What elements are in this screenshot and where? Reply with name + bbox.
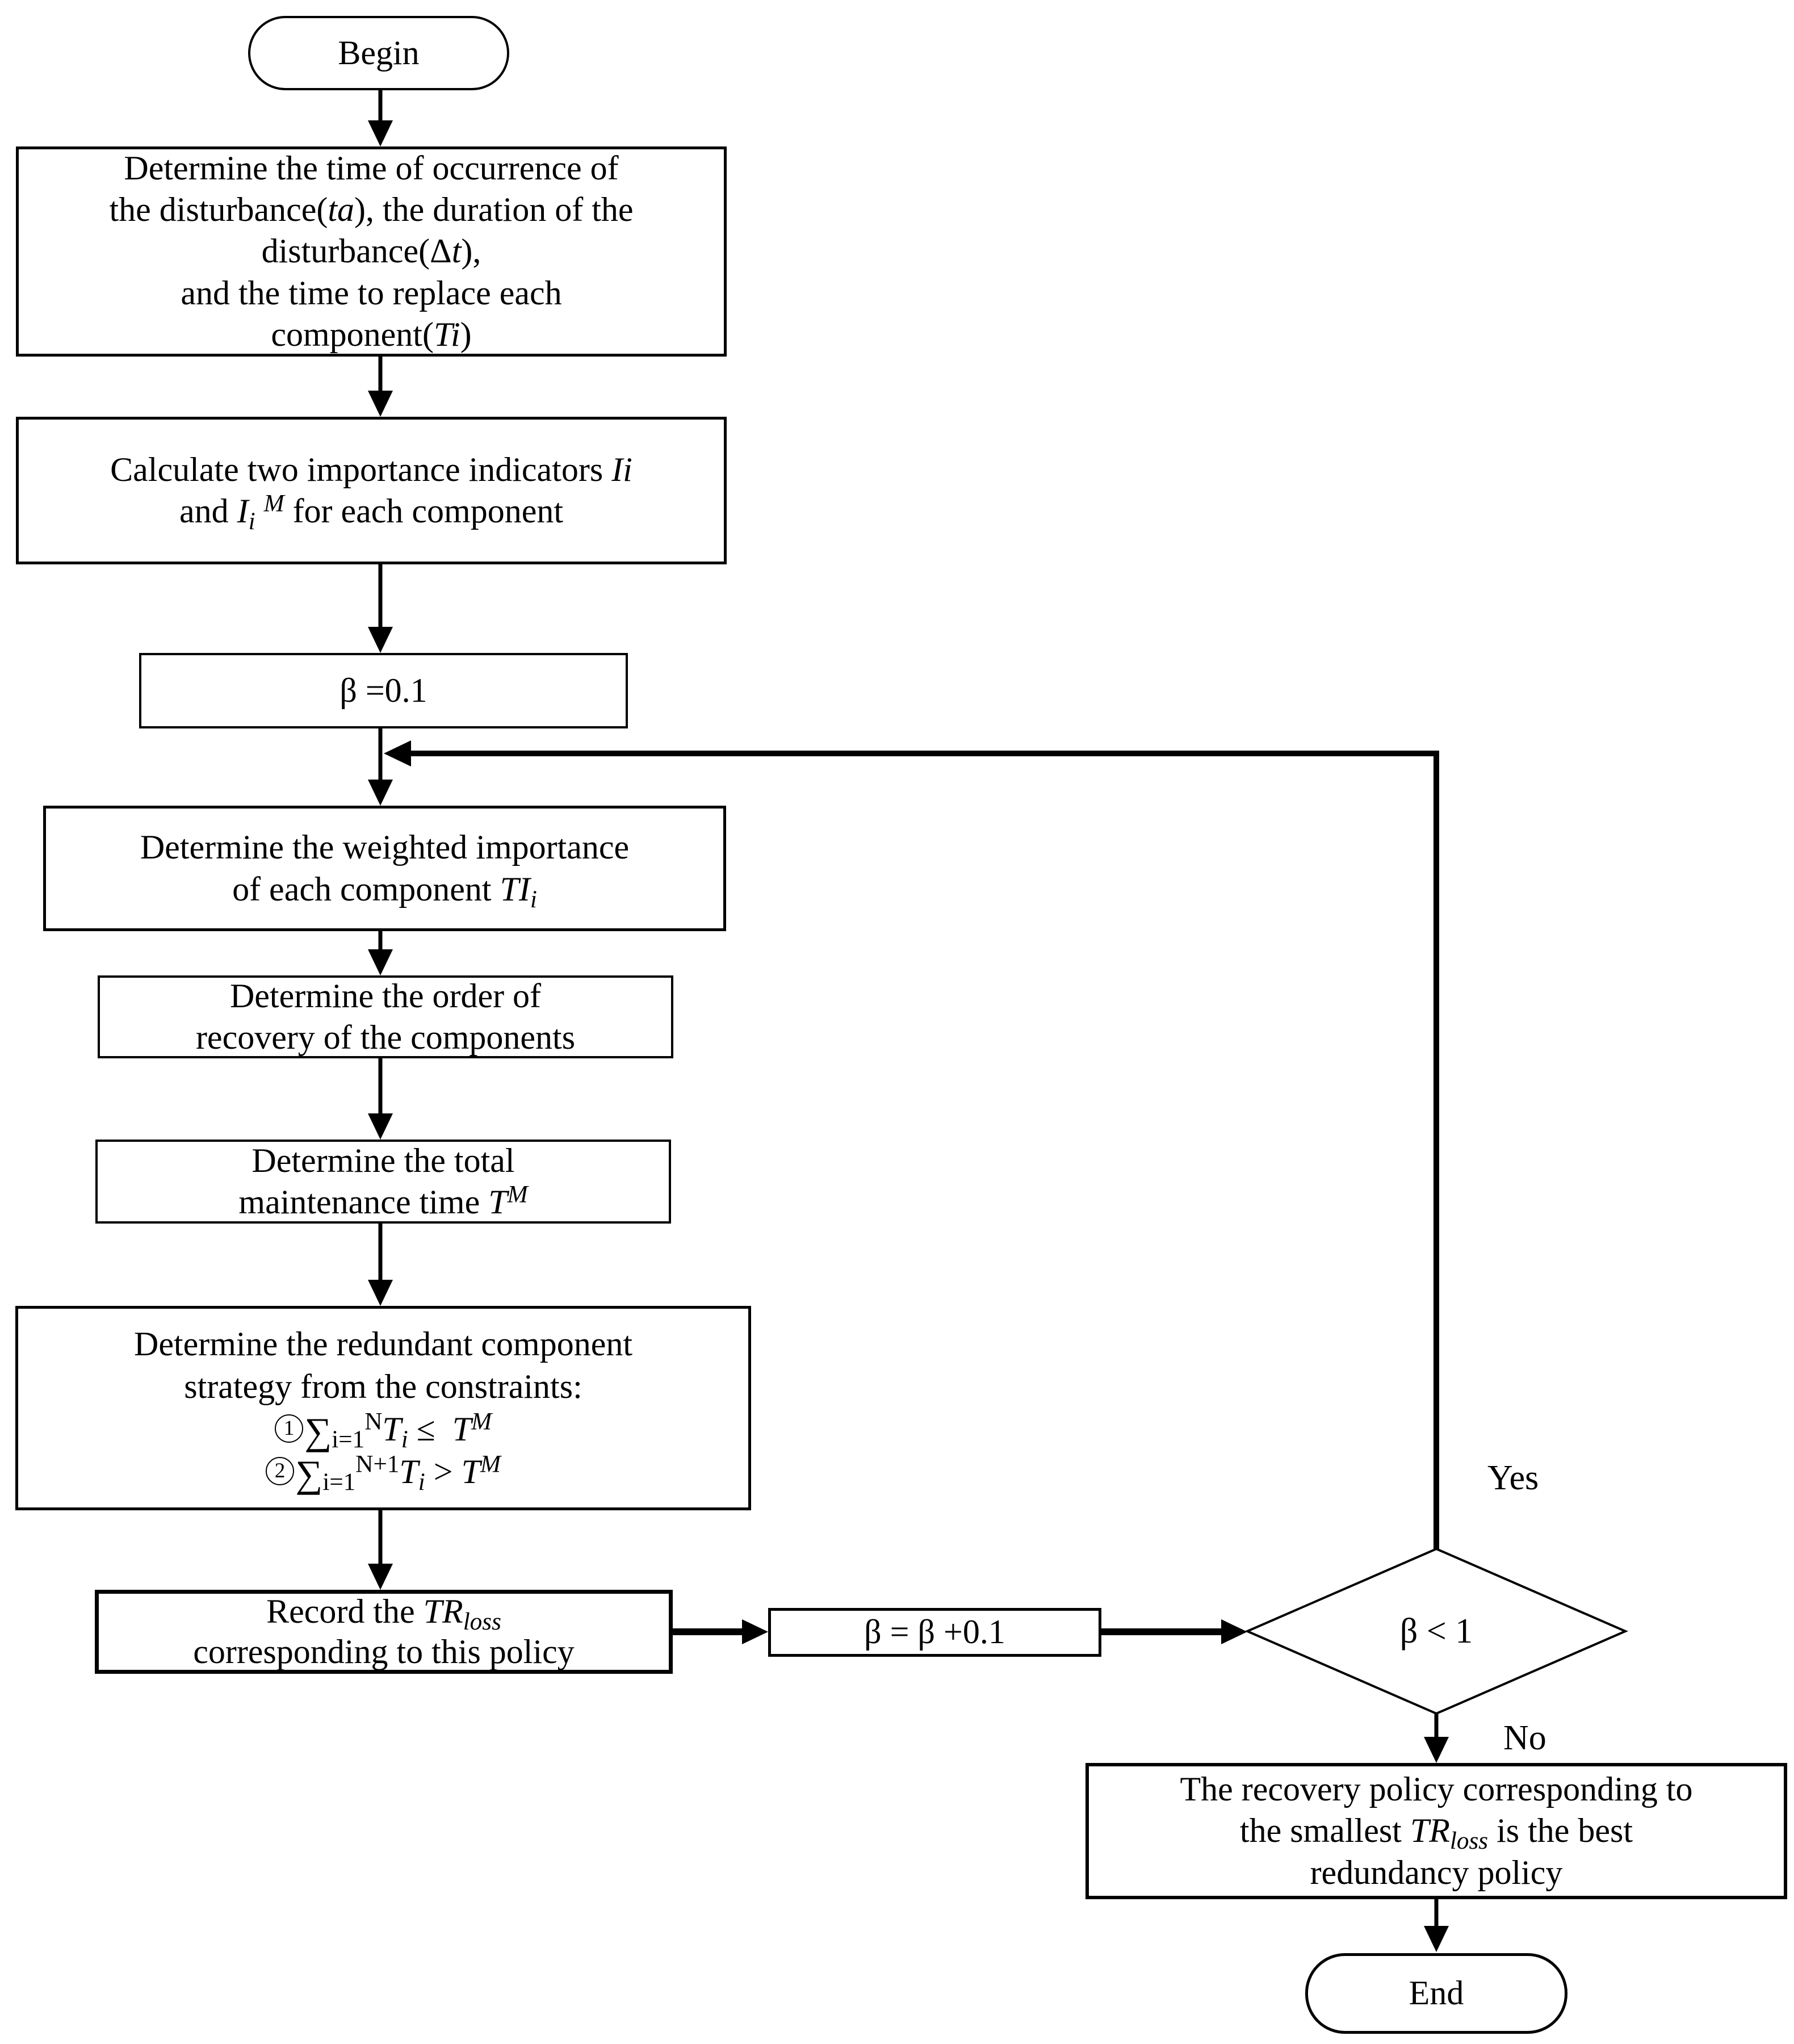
edge-importance-to-beta-init (368, 564, 393, 653)
edge-begin-to-inputs (368, 90, 393, 146)
node-begin: Begin (248, 16, 509, 90)
edge-increment-to-decision (1101, 1619, 1247, 1644)
edge-redundant-to-record (368, 1510, 393, 1590)
arrowhead-icon (368, 391, 393, 417)
arrowhead-icon (368, 1564, 393, 1590)
arrowhead-icon (1424, 1926, 1449, 1952)
arrowhead-icon (368, 780, 393, 806)
edge-weighted-to-order (368, 931, 393, 975)
arrowhead-icon (1221, 1619, 1247, 1644)
node-beta-increment: β = β +0.1 (768, 1608, 1101, 1657)
label-no: No (1503, 1719, 1546, 1757)
node-begin-label: Begin (338, 33, 420, 72)
node-end-label: End (1409, 1974, 1464, 2012)
arrowhead-icon (368, 120, 393, 146)
arrowhead-icon (384, 740, 411, 767)
node-end: End (1305, 1953, 1567, 2034)
arrowhead-icon (1424, 1737, 1449, 1763)
edge-total-to-redundant (368, 1224, 393, 1306)
edge-record-to-increment (673, 1619, 768, 1644)
node-beta-init-label: β =0.1 (339, 671, 427, 709)
label-yes: Yes (1487, 1459, 1539, 1497)
arrowhead-icon (368, 949, 393, 975)
node-beta-init: β =0.1 (139, 653, 628, 728)
arrowhead-icon (368, 1113, 393, 1140)
arrowhead-icon (368, 627, 393, 653)
edge-best-policy-to-end (1424, 1899, 1449, 1952)
arrowhead-icon (368, 1280, 393, 1306)
node-beta-check-label: β < 1 (1399, 1611, 1473, 1651)
edge-beta-init-to-weighted (368, 728, 393, 806)
edge-order-to-total (368, 1058, 393, 1140)
edge-loopback-yes (384, 740, 1439, 1549)
node-beta-increment-label: β = β +0.1 (864, 1613, 1005, 1651)
arrowhead-icon (742, 1619, 768, 1644)
edge-inputs-to-importance (368, 357, 393, 417)
edge-line (409, 751, 1439, 1549)
edge-decision-no (1424, 1714, 1449, 1763)
